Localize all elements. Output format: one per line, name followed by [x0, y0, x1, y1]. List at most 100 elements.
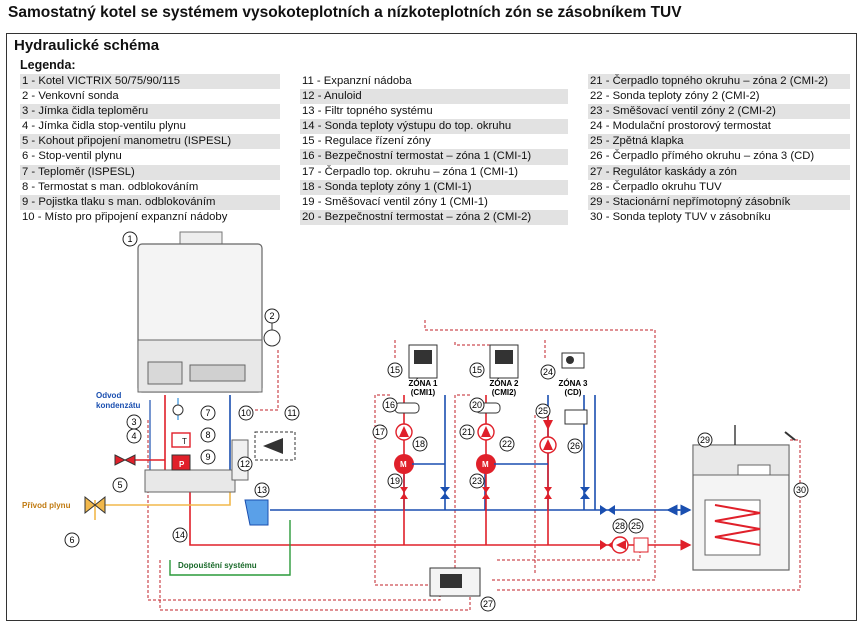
callout-circle — [237, 456, 253, 472]
thermostat-icon — [171, 432, 191, 448]
legend-item: 18 - Sonda teploty zóny 1 (CMI-1) — [300, 179, 568, 195]
dhw-pump-group — [600, 505, 649, 554]
callout-number: 12 — [240, 459, 250, 469]
cascade-regulator-icon — [429, 567, 481, 597]
callout-number: 9 — [205, 452, 210, 462]
callout-circle — [499, 436, 515, 452]
pressure-switch-icon — [171, 454, 191, 471]
gauge-valve-icon — [114, 454, 136, 466]
outdoor-sensor-icon — [263, 315, 281, 347]
callout-number: 8 — [205, 430, 210, 440]
zone1-components — [394, 402, 445, 474]
callout-circle — [412, 436, 428, 452]
callout-circle — [628, 518, 644, 534]
callout-number: 5 — [117, 480, 122, 490]
legend-item: 20 - Bezpečnostní termostat – zóna 2 (CM… — [300, 209, 568, 225]
callout-circle — [387, 473, 403, 489]
thermostat-label: T — [182, 437, 187, 446]
callout-number: 20 — [472, 400, 482, 410]
legend-item: 15 - Regulace řízení zóny — [302, 135, 431, 148]
callout-circle — [535, 403, 551, 419]
callout-circle — [567, 438, 583, 454]
callout-number: 27 — [483, 599, 493, 609]
callout-number: 24 — [543, 367, 553, 377]
callout-number: 4 — [131, 431, 136, 441]
legend-item: 5 - Kohout připojení manometru (ISPESL) — [20, 134, 280, 150]
hydraulic-separator — [144, 469, 236, 493]
callout-circle — [64, 532, 80, 548]
legend-item: 29 - Stacionární nepřímotopný zásobník — [588, 194, 850, 210]
legend-item: 23 - Směšovací ventil zóny 2 (CMI-2) — [588, 104, 850, 120]
legend-item: 13 - Filtr topného systému — [302, 105, 433, 118]
callout-number: 1 — [127, 234, 132, 244]
zone1-label: ZÓNA 1 — [408, 379, 438, 388]
zone2-label: ZÓNA 2 — [489, 379, 519, 388]
thermometer-icon — [172, 404, 184, 416]
callout-circle — [172, 527, 188, 543]
callout-number: 18 — [415, 439, 425, 449]
callout-number: 15 — [472, 365, 482, 375]
zone2-mixing-valve-icon — [476, 454, 496, 474]
zone2-components — [475, 402, 548, 474]
gas-valve-icon — [84, 495, 106, 515]
legend-item: 6 - Stop-ventil plynu — [22, 150, 122, 163]
legend-title: Legenda: — [20, 58, 76, 72]
callout-number: 23 — [472, 476, 482, 486]
callout-number: 6 — [69, 535, 74, 545]
legend-item: 22 - Sonda teploty zóny 2 (CMI-2) — [590, 90, 760, 103]
callout-circle — [200, 405, 216, 421]
callout-number: 16 — [385, 400, 395, 410]
callout-circle — [540, 364, 556, 380]
legend-item: 24 - Modulační prostorový termostat — [590, 120, 771, 133]
callout-number: 25 — [538, 406, 548, 416]
callout-circle — [612, 518, 628, 534]
callout-circle — [284, 405, 300, 421]
system-fill-label: Dopouštění systému — [178, 561, 257, 570]
zone1-mixing-valve-icon — [394, 454, 414, 474]
callout-circle — [469, 397, 485, 413]
condensate-label: Odvod — [96, 391, 121, 400]
callout-number: 2 — [269, 311, 274, 321]
legend-item: 4 - Jímka čidla stop-ventilu plynu — [22, 120, 186, 133]
callout-circle — [469, 362, 485, 378]
callout-number: 21 — [462, 427, 472, 437]
boiler-unit — [137, 231, 263, 493]
callout-circle — [387, 362, 403, 378]
legend-item: 11 - Expanzní nádoba — [302, 75, 412, 87]
legend-item: 14 - Sonda teploty výstupu do top. okruh… — [300, 119, 568, 135]
diagram-frame — [6, 33, 857, 621]
legend-item: 28 - Čerpadlo okruhu TUV — [590, 180, 722, 193]
legend-column-3: 21 - Čerpadlo topného okruhu – zóna 2 (C… — [588, 74, 850, 225]
callout-number: 17 — [375, 427, 385, 437]
callout-circle — [793, 482, 809, 498]
callout-circle — [459, 424, 475, 440]
zone3-label: ZÓNA 3 — [558, 379, 588, 388]
circuit-valves — [400, 487, 590, 499]
callout-number: 3 — [131, 417, 136, 427]
legend-item: 3 - Jímka čidla teploměru — [20, 104, 280, 120]
callout-circle — [264, 308, 280, 324]
zone2-mixing-label: M — [482, 460, 489, 469]
zone3-sublabel: (CD) — [565, 388, 582, 397]
callout-number: 11 — [287, 408, 296, 418]
callout-number: 13 — [257, 485, 267, 495]
legend-item: 17 - Čerpadlo top. okruhu – zóna 1 (CMI-… — [302, 165, 519, 178]
zone-controllers — [408, 344, 585, 379]
control-wiring — [147, 320, 801, 611]
gas-pipe — [95, 490, 231, 506]
callout-number: 25 — [631, 521, 641, 531]
callout-circle — [200, 427, 216, 443]
zone2-sublabel: (CMI2) — [492, 388, 517, 397]
page-title: Samostatný kotel se systémem vysokoteplo… — [8, 4, 682, 21]
callout-number: 19 — [390, 476, 400, 486]
filter-icon — [244, 499, 269, 526]
pressure-label: P — [179, 460, 185, 469]
callout-number: 10 — [241, 408, 251, 418]
scheme-title: Hydraulické schéma — [14, 37, 160, 54]
legend-item: 9 - Pojistka tlaku s man. odblokováním — [20, 194, 280, 210]
zone1-sublabel: (CMI1) — [411, 388, 436, 397]
callout-number: 7 — [205, 408, 210, 418]
legend-item: 7 - Teploměr (ISPESL) — [20, 164, 280, 180]
